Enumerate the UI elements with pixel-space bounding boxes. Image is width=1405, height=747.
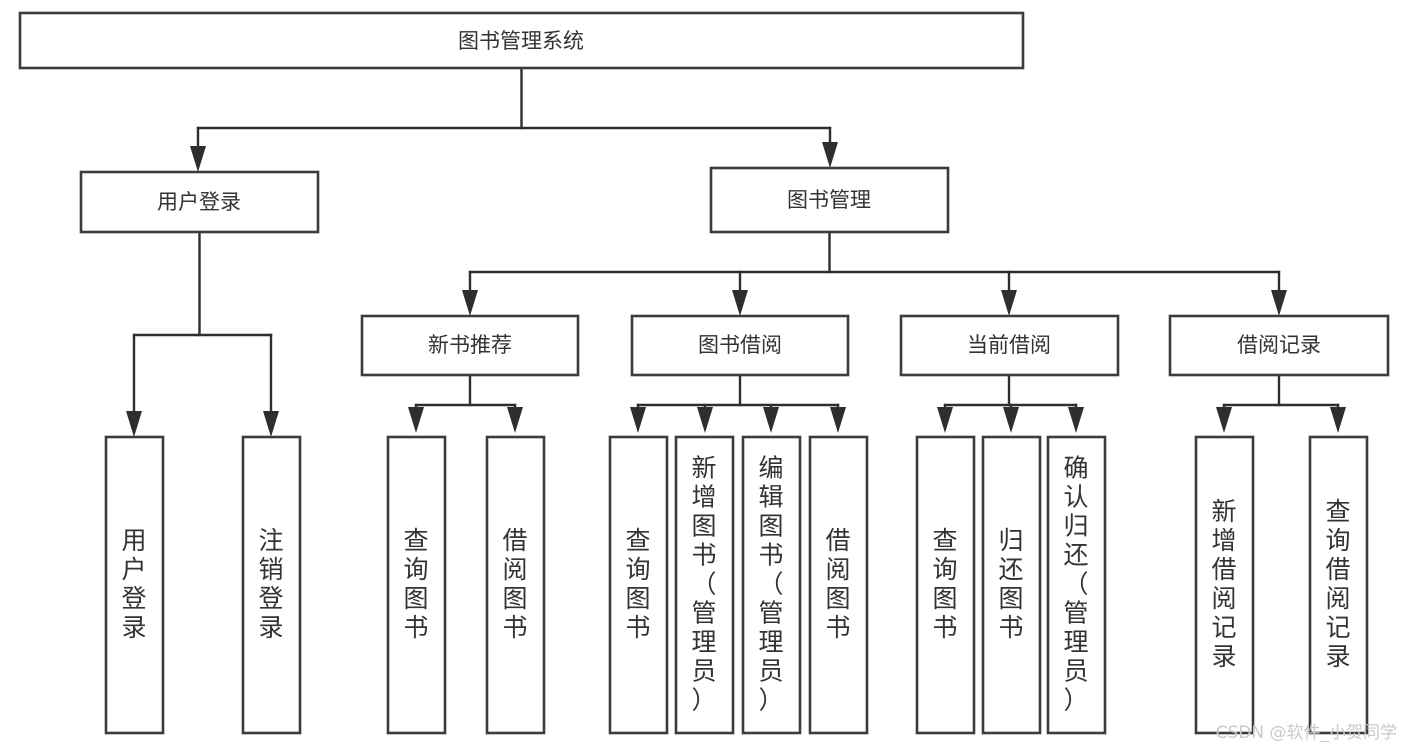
node-current-borrow[interactable]: 当前借阅 bbox=[899, 314, 1120, 377]
arrow-ul-leaf1 bbox=[126, 411, 142, 437]
leaf-node-label: 查询图书 bbox=[403, 526, 429, 642]
leaf-node-box[interactable] bbox=[1194, 435, 1255, 735]
leaf-node-label: 归还图书 bbox=[998, 526, 1024, 642]
leaf-node-label: 借阅图书 bbox=[502, 526, 528, 642]
leaf-node-label: 用户登录 bbox=[121, 526, 147, 642]
connector-layer bbox=[126, 66, 1346, 437]
node-user-login-box[interactable] bbox=[79, 170, 320, 234]
node-new-book-label: 新书推荐 bbox=[428, 333, 512, 357]
leaf-node[interactable]: 查询借阅记录 bbox=[1308, 435, 1369, 735]
node-current-borrow-box[interactable] bbox=[899, 314, 1120, 377]
arrow-cu-leaf3 bbox=[1068, 407, 1084, 433]
arrow-rc-leaf2 bbox=[1330, 407, 1346, 433]
arrow-nb-leaf1 bbox=[408, 407, 424, 433]
leaf-node-box[interactable] bbox=[1046, 435, 1107, 735]
node-book-manage-box[interactable] bbox=[709, 166, 950, 234]
node-user-login[interactable]: 用户登录 bbox=[79, 170, 320, 234]
leaf-node-label: 注销登录 bbox=[258, 526, 284, 642]
leaf-node[interactable]: 编辑图书（管理员） bbox=[741, 435, 802, 735]
leaf-node[interactable]: 借阅图书 bbox=[808, 435, 869, 735]
leaf-node[interactable]: 查询图书 bbox=[386, 435, 447, 735]
arrow-nb-leaf2 bbox=[507, 407, 523, 433]
leaf-node-label: 查询图书 bbox=[932, 526, 958, 642]
leaf-node-box[interactable] bbox=[1308, 435, 1369, 735]
leaf-node-label: 借阅图书 bbox=[825, 526, 851, 642]
node-book-manage-label: 图书管理 bbox=[787, 188, 871, 212]
leaf-node-label: 确认归还（管理员） bbox=[1063, 454, 1089, 715]
arrow-ul-leaf2 bbox=[263, 411, 279, 437]
node-root-box[interactable] bbox=[18, 11, 1025, 70]
leaf-node[interactable]: 归还图书 bbox=[981, 435, 1042, 735]
arrow-br-leaf3 bbox=[763, 407, 779, 433]
node-root[interactable]: 图书管理系统 bbox=[18, 11, 1025, 70]
arrow-root-to-book-manage bbox=[822, 142, 838, 168]
leaf-node-label: 查询图书 bbox=[625, 526, 651, 642]
arrow-br-leaf4 bbox=[830, 407, 846, 433]
leaf-node[interactable]: 用户登录 bbox=[104, 435, 165, 735]
arrow-bm-to-borrow bbox=[732, 290, 748, 316]
leaf-node-label: 新增借阅记录 bbox=[1211, 497, 1237, 671]
leaf-node-box[interactable] bbox=[241, 435, 302, 735]
leaf-node-box[interactable] bbox=[981, 435, 1042, 735]
arrow-root-to-user-login bbox=[190, 146, 206, 172]
leaf-node[interactable]: 注销登录 bbox=[241, 435, 302, 735]
node-root-label: 图书管理系统 bbox=[458, 29, 584, 53]
leaf-node-box[interactable] bbox=[386, 435, 447, 735]
node-borrow-record[interactable]: 借阅记录 bbox=[1168, 314, 1390, 377]
node-borrow-label: 图书借阅 bbox=[698, 333, 782, 357]
leaf-node-layer: 用户登录 注销登录 查询图书 借阅图书 查询图书 新增图书（管理员） 编辑图书（管理员） 借阅… bbox=[104, 435, 1369, 735]
node-user-login-label: 用户登录 bbox=[157, 190, 241, 214]
node-book-manage[interactable]: 图书管理 bbox=[709, 166, 950, 234]
leaf-node-box[interactable] bbox=[808, 435, 869, 735]
node-borrow-box[interactable] bbox=[630, 314, 850, 377]
leaf-node-label: 编辑图书（管理员） bbox=[758, 454, 784, 715]
leaf-node[interactable]: 新增借阅记录 bbox=[1194, 435, 1255, 735]
leaf-node[interactable]: 查询图书 bbox=[608, 435, 669, 735]
leaf-node-box[interactable] bbox=[608, 435, 669, 735]
leaf-node-box[interactable] bbox=[674, 435, 735, 735]
leaf-node[interactable]: 确认归还（管理员） bbox=[1046, 435, 1107, 735]
leaf-node-box[interactable] bbox=[104, 435, 165, 735]
leaf-node-box[interactable] bbox=[485, 435, 546, 735]
leaf-node[interactable]: 借阅图书 bbox=[485, 435, 546, 735]
arrow-rc-leaf1 bbox=[1216, 407, 1232, 433]
leaf-node-box[interactable] bbox=[741, 435, 802, 735]
leaf-node-label: 新增图书（管理员） bbox=[691, 454, 717, 715]
node-new-book-box[interactable] bbox=[360, 314, 580, 377]
node-borrow-record-label: 借阅记录 bbox=[1237, 333, 1321, 357]
arrow-cu-leaf2 bbox=[1003, 407, 1019, 433]
node-new-book[interactable]: 新书推荐 bbox=[360, 314, 580, 377]
leaf-node-box[interactable] bbox=[915, 435, 976, 735]
csdn-watermark: CSDN @软件_小贺同学 bbox=[1215, 723, 1397, 743]
arrow-bm-to-newbook bbox=[462, 290, 478, 316]
arrow-bm-to-record bbox=[1271, 290, 1287, 316]
arrow-br-leaf2 bbox=[697, 407, 713, 433]
node-borrow[interactable]: 图书借阅 bbox=[630, 314, 850, 377]
arrow-bm-to-current bbox=[1001, 290, 1017, 316]
arrow-cu-leaf1 bbox=[937, 407, 953, 433]
arrow-br-leaf1 bbox=[630, 407, 646, 433]
node-borrow-record-box[interactable] bbox=[1168, 314, 1390, 377]
leaf-node-label: 查询借阅记录 bbox=[1325, 497, 1351, 671]
node-current-borrow-label: 当前借阅 bbox=[967, 333, 1051, 357]
leaf-node[interactable]: 新增图书（管理员） bbox=[674, 435, 735, 735]
leaf-node[interactable]: 查询图书 bbox=[915, 435, 976, 735]
